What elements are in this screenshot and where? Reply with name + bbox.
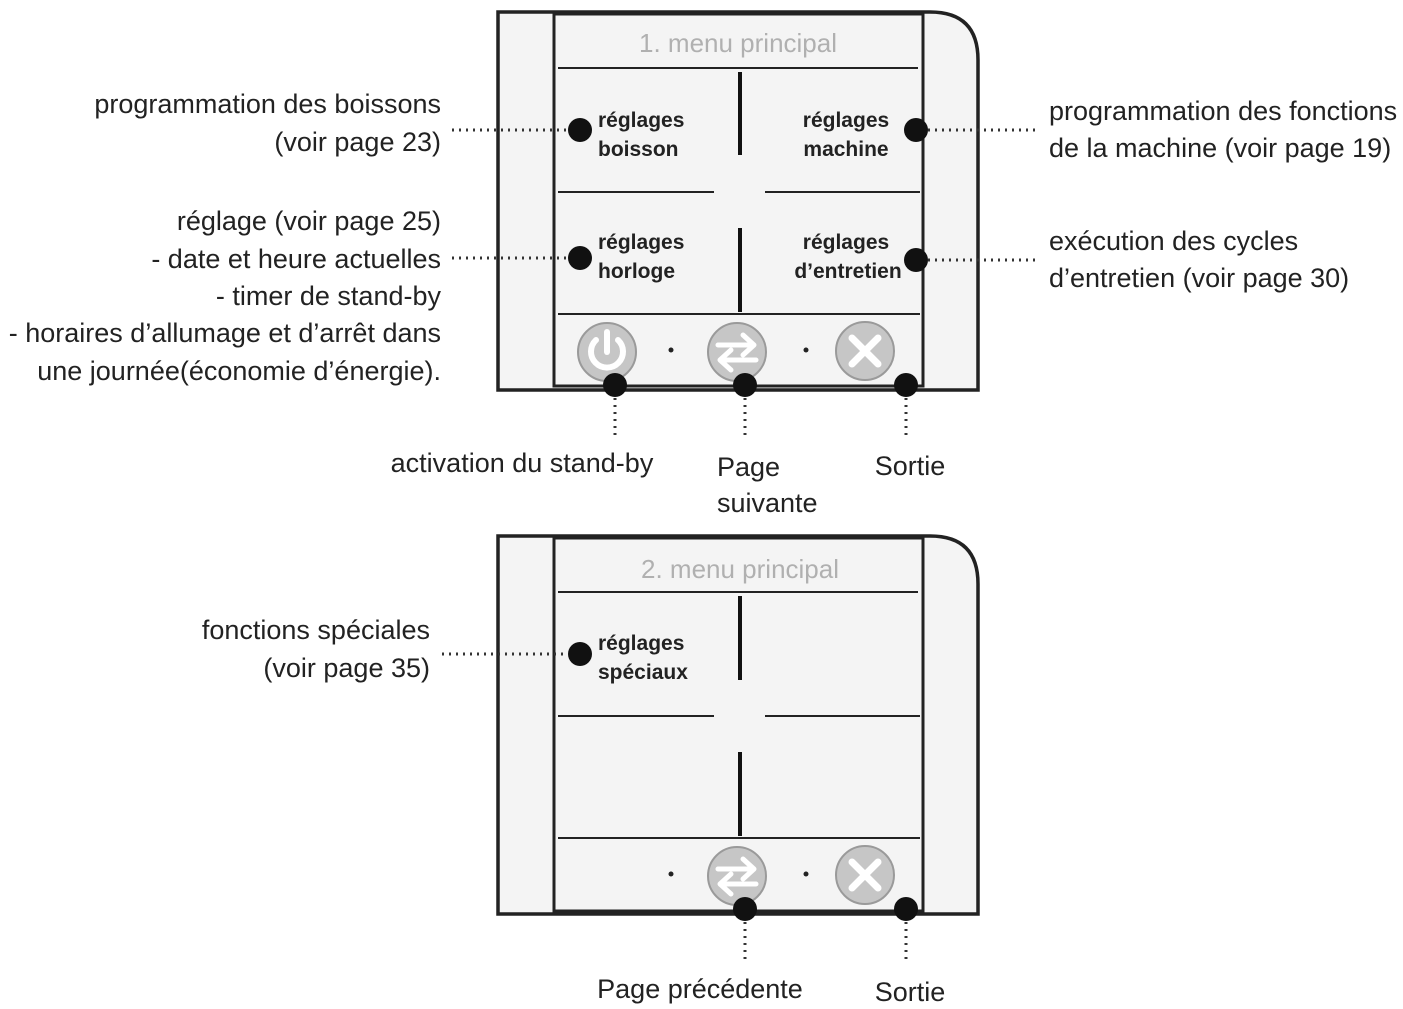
button-label-line2: machine: [803, 138, 888, 161]
annotation-standby: activation du stand-by: [391, 448, 654, 478]
annotation-line: d’entretien (voir page 30): [1049, 263, 1349, 293]
annotation-line: réglage (voir page 25): [177, 206, 441, 236]
power-icon[interactable]: [577, 322, 637, 382]
button-label-line1: réglages: [598, 231, 684, 254]
button-reglages-boisson[interactable]: réglages boisson: [568, 109, 684, 161]
annotation-line: une journée(économie d’énergie).: [37, 356, 441, 386]
annotation-line: (voir page 23): [274, 127, 441, 157]
annotation-line: de la machine (voir page 19): [1049, 133, 1391, 163]
annotation-line: programmation des boissons: [94, 89, 441, 119]
button-label-line2: spéciaux: [598, 661, 688, 684]
button-marker-dot: [568, 642, 592, 666]
close-icon[interactable]: [835, 321, 895, 381]
exit-marker-dot: [894, 373, 918, 397]
swap-arrows-icon[interactable]: [707, 846, 767, 906]
button-reglages-entretien[interactable]: réglages d’entretien: [794, 231, 928, 283]
separator-dot: [803, 871, 809, 877]
button-reglages-speciaux[interactable]: réglages spéciaux: [568, 632, 688, 684]
button-reglages-horloge[interactable]: réglages horloge: [568, 231, 684, 283]
panel-2-title: 2. menu principal: [641, 554, 839, 584]
annotation-horloge: réglage (voir page 25) - date et heure a…: [9, 206, 442, 386]
prev-page-marker-dot: [733, 897, 757, 921]
swap-icon-arrow-left: [717, 347, 759, 373]
button-label-line2: horloge: [598, 260, 675, 283]
panel-1: 1. menu principal réglages boisson régla…: [496, 10, 980, 397]
annotation-exit: Sortie: [875, 451, 946, 481]
close-icon-cross: [848, 334, 882, 368]
separator-dot: [668, 347, 674, 353]
annotation-line: suivante: [717, 488, 818, 518]
close-icon-cross: [848, 858, 882, 892]
button-marker-dot: [568, 118, 592, 142]
button-label-line1: réglages: [598, 632, 684, 655]
annotation-exit-2: Sortie: [875, 977, 946, 1007]
annotation-line: Page: [717, 452, 780, 482]
annotation-entretien: exécution des cycles d’entretien (voir p…: [1049, 226, 1349, 293]
annotation-next-page: Page suivante: [717, 452, 818, 518]
annotation-machine: programmation des fonctions de la machin…: [1049, 96, 1397, 163]
button-label-line1: réglages: [803, 109, 889, 132]
swap-icon-arrow-right: [715, 856, 757, 882]
button-marker-dot: [904, 248, 928, 272]
annotation-speciaux: fonctions spéciales (voir page 35): [202, 615, 430, 683]
button-reglages-machine[interactable]: réglages machine: [803, 109, 928, 161]
button-label-line2: boisson: [598, 138, 679, 161]
panel-1-title: 1. menu principal: [639, 28, 837, 58]
panel-2: 2. menu principal réglages spéciaux: [496, 534, 980, 921]
annotation-line: - timer de stand-by: [216, 281, 442, 311]
power-icon-arc: [588, 337, 626, 371]
annotation-line: fonctions spéciales: [202, 615, 430, 645]
annotation-line: exécution des cycles: [1049, 226, 1298, 256]
exit-marker-dot: [894, 897, 918, 921]
annotation-line: - horaires d’allumage et d’arrêt dans: [9, 318, 441, 348]
swap-icon-arrow-right: [715, 332, 757, 358]
button-marker-dot: [904, 118, 928, 142]
separator-dot: [668, 871, 674, 877]
annotation-line: (voir page 35): [263, 653, 430, 683]
annotation-prev-page: Page précédente: [597, 974, 803, 1004]
button-marker-dot: [568, 246, 592, 270]
standby-marker-dot: [603, 373, 627, 397]
swap-icon-bg: [707, 322, 767, 382]
annotation-line: - date et heure actuelles: [151, 244, 441, 274]
close-icon[interactable]: [835, 845, 895, 905]
button-label-line1: réglages: [803, 231, 889, 254]
swap-arrows-icon[interactable]: [707, 322, 767, 382]
button-label-line2: d’entretien: [794, 260, 901, 283]
separator-dot: [803, 347, 809, 353]
next-page-marker-dot: [733, 373, 757, 397]
annotation-line: programmation des fonctions: [1049, 96, 1397, 126]
button-label-line1: réglages: [598, 109, 684, 132]
annotation-boissons: programmation des boissons (voir page 23…: [94, 89, 441, 157]
swap-icon-bg: [707, 846, 767, 906]
swap-icon-arrow-left: [717, 871, 759, 897]
